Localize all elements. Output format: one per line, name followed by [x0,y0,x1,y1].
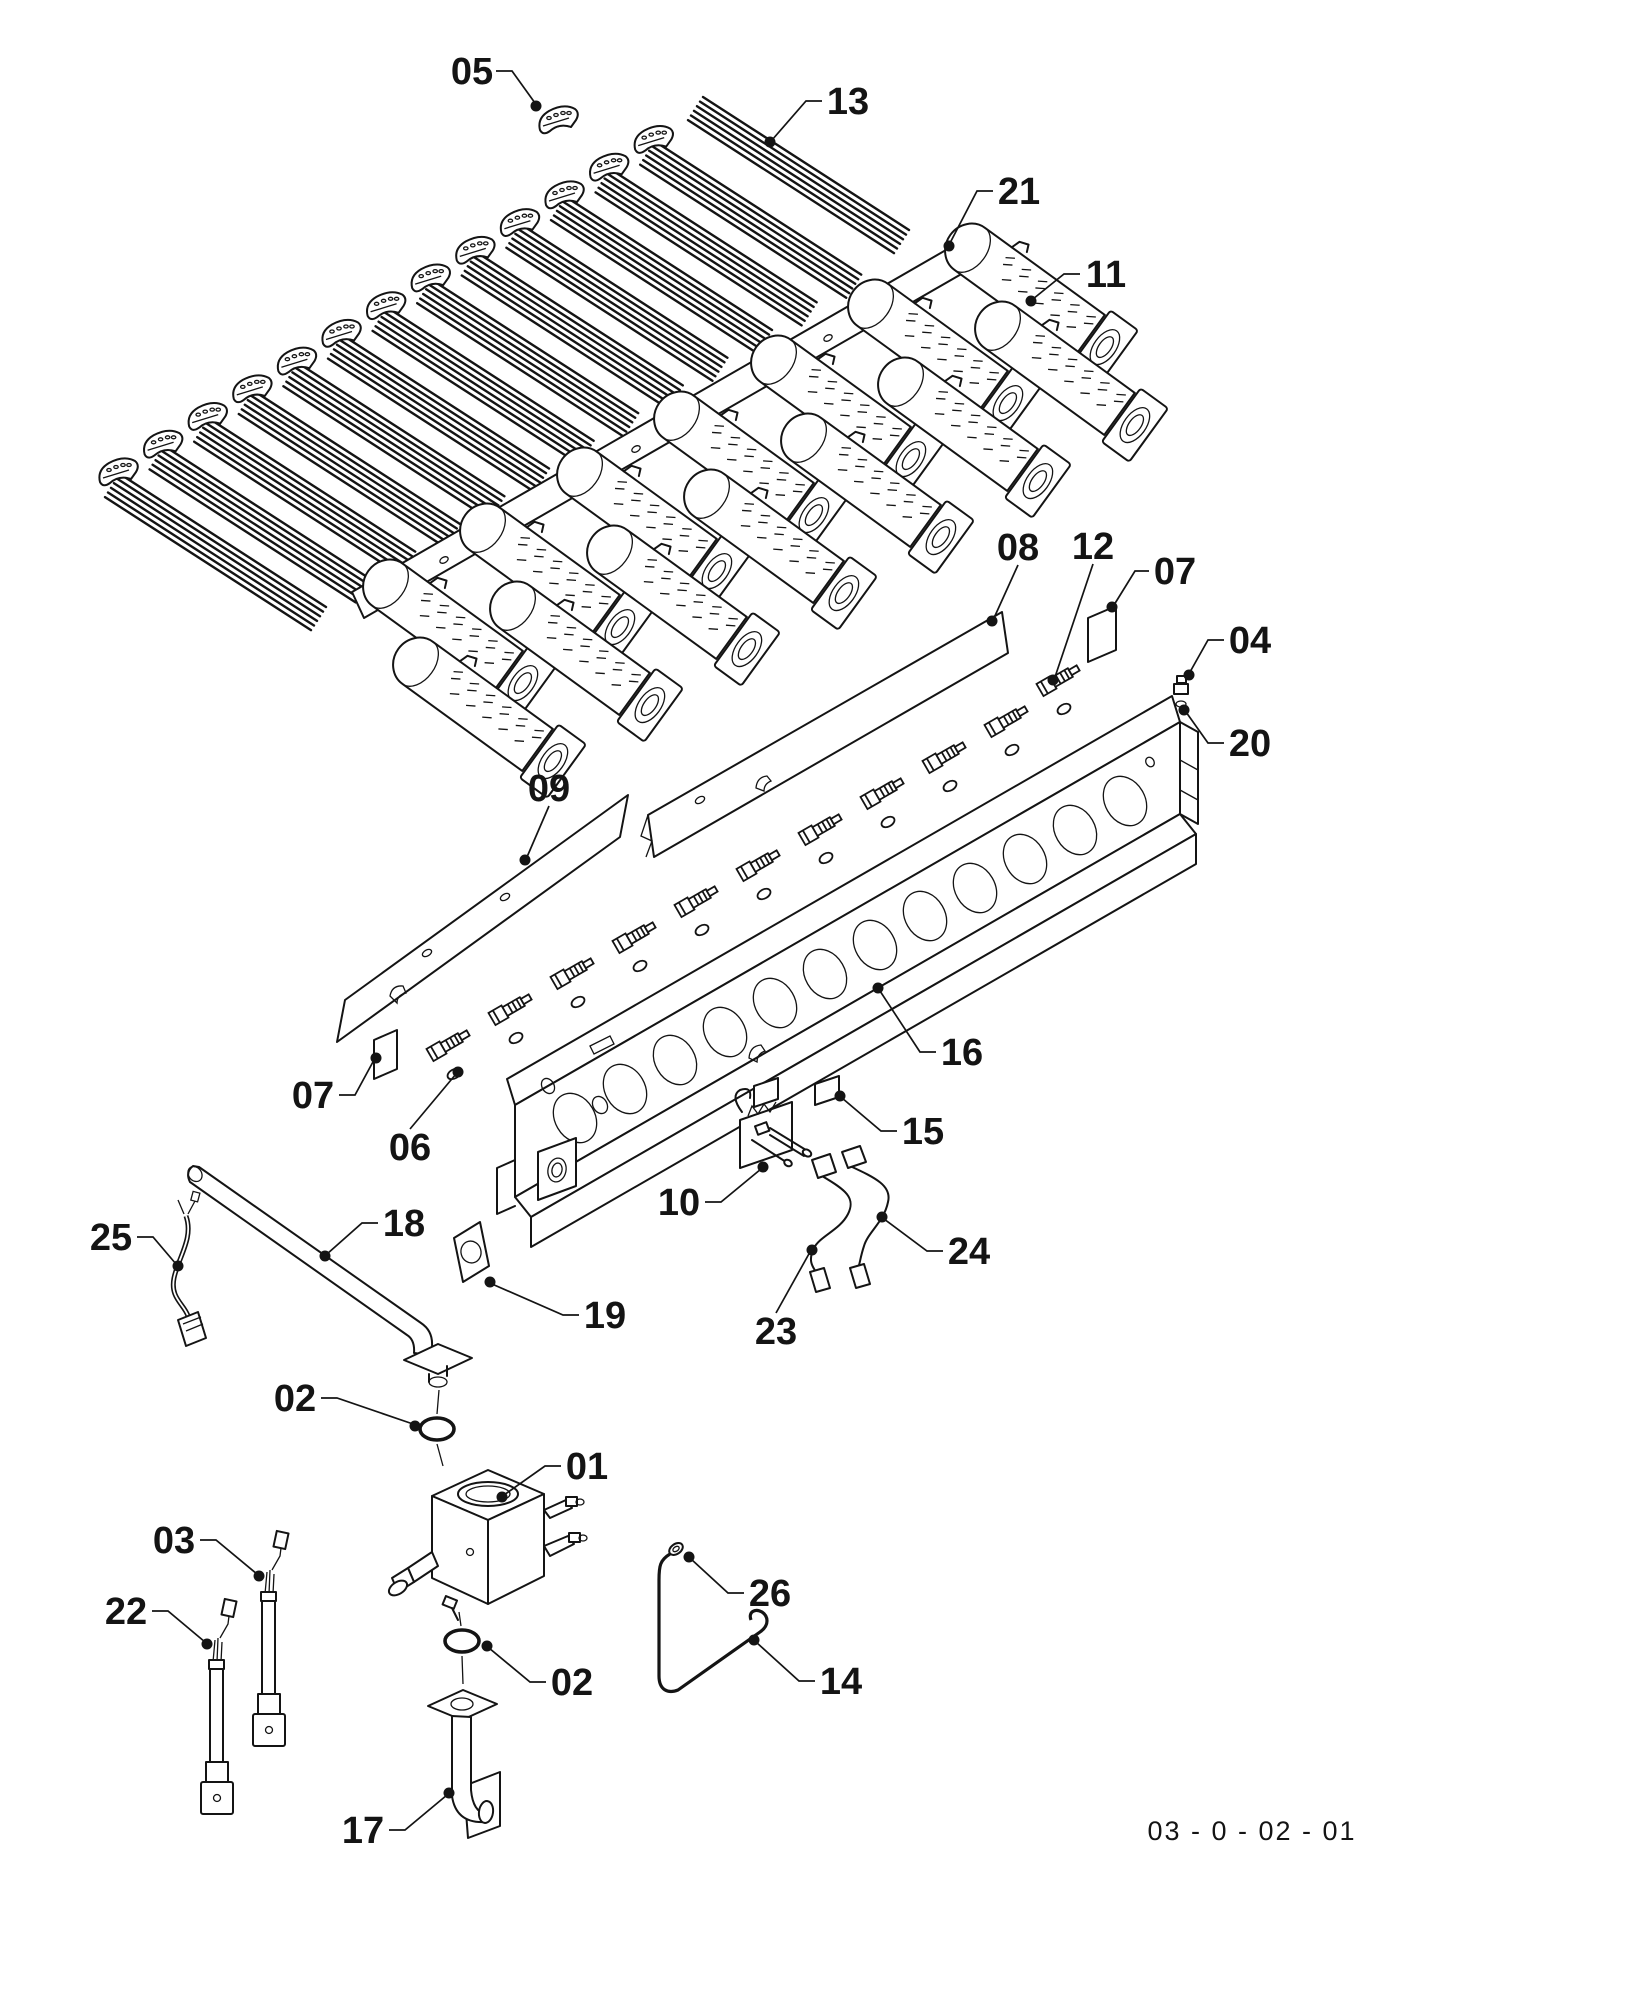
callout-26: 26 [683,1551,791,1615]
callout-09: 09 [519,768,570,866]
callout-label: 20 [1229,723,1271,765]
callout-label: 07 [292,1075,334,1117]
callout-07-left: 07 [292,1052,382,1117]
strip-plate-09 [336,794,629,1043]
assembly-axis [436,1389,464,1685]
injector-12 [1035,661,1083,718]
callout-10: 10 [658,1161,769,1224]
down-pipe-17 [427,1689,501,1839]
callout-label: 12 [1072,526,1114,568]
closure-cap-05 [538,105,579,135]
callout-label: 09 [528,768,570,810]
callout-17: 17 [342,1787,455,1852]
callout-19: 19 [484,1276,626,1337]
slot-plate-blank [753,1077,779,1108]
callout-label: 15 [902,1111,944,1153]
callout-label: 03 [153,1520,195,1562]
electrode-22 [200,1597,238,1815]
callout-label: 23 [755,1311,797,1353]
injector-nut-04 [1173,675,1189,708]
callout-label: 07 [1154,551,1196,593]
callout-label: 22 [105,1591,147,1633]
callout-12: 12 [1047,526,1114,686]
igniter-electrode-10 [734,1088,813,1169]
callout-07-right: 07 [1106,551,1196,613]
bracket-plate-19 [453,1221,490,1283]
callout-label: 14 [820,1661,862,1703]
callout-03: 03 [153,1520,265,1582]
callout-label: 26 [749,1573,791,1615]
callout-15: 15 [834,1090,944,1153]
callout-label: 02 [551,1662,593,1704]
callout-label: 04 [1229,620,1271,662]
callout-18: 18 [319,1203,425,1262]
burner-bar-13 [686,95,911,255]
electrode-03 [252,1529,290,1747]
page-code: 03 - 0 - 02 - 01 [1147,1816,1356,1846]
o-ring-02-bottom [443,1628,481,1654]
callout-20: 20 [1178,704,1271,765]
sensor-tip-26 [668,1542,684,1556]
callout-label: 21 [998,171,1040,213]
ignition-cable-24 [841,1145,890,1289]
callout-label: 05 [451,51,493,93]
callout-label: 18 [383,1203,425,1245]
callout-13: 13 [764,81,869,148]
callout-label: 06 [389,1127,431,1169]
gas-valve-01 [387,1469,588,1621]
callout-label: 08 [997,527,1039,569]
gasket-plate-07-left [373,1029,398,1080]
callout-22: 22 [105,1591,213,1650]
callout-08: 08 [986,527,1039,627]
callout-label: 19 [584,1295,626,1337]
sensor-cable-25 [170,1190,207,1347]
supply-pipe-18 [187,1165,473,1388]
callout-21: 21 [943,171,1040,252]
callout-label: 16 [941,1032,983,1074]
callout-02-bottom: 02 [481,1640,593,1704]
callout-23: 23 [755,1244,818,1353]
callout-label: 24 [948,1231,990,1273]
callout-14: 14 [748,1634,862,1703]
ignition-cable-23 [809,1153,852,1293]
manifold-end-bracket [537,1137,577,1201]
callout-label: 10 [658,1182,700,1224]
support-plate-08 [640,611,1009,858]
callout-01: 01 [496,1446,608,1503]
gasket-plate-07-right [1087,605,1117,663]
callout-label: 02 [274,1378,316,1420]
callout-06: 06 [389,1066,464,1169]
callout-label: 17 [342,1810,384,1852]
callout-25: 25 [90,1217,184,1272]
callout-05: 05 [451,51,542,112]
callout-11: 11 [1025,254,1126,307]
callout-label: 13 [827,81,869,123]
callout-label: 25 [90,1217,132,1259]
callout-label: 11 [1086,254,1126,296]
thermocouple-wire-14 [657,1542,769,1694]
callout-16: 16 [872,982,983,1074]
callout-24: 24 [876,1211,990,1273]
callout-04: 04 [1183,620,1271,681]
o-ring-02-top [418,1416,456,1442]
manifold-16 [496,695,1199,1248]
callout-label: 01 [566,1446,608,1488]
callout-02-top: 02 [274,1378,421,1432]
callouts: 05 13 21 11 08 12 07 04 [90,51,1271,1852]
